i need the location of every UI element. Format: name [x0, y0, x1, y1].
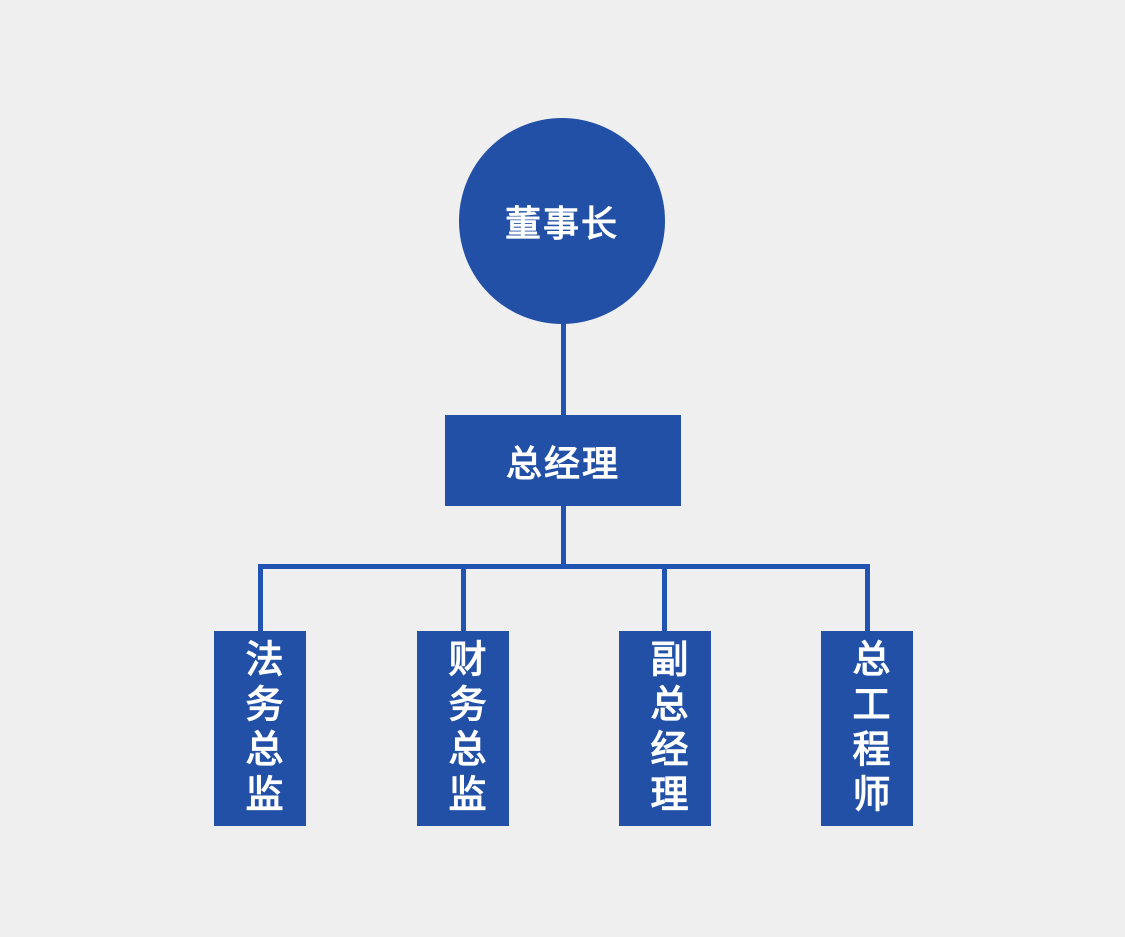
node-chief-engineer-label: 总工程师 [846, 638, 888, 819]
node-finance-director-label: 财务总监 [442, 638, 484, 819]
node-legal-director-label: 法务总监 [239, 638, 281, 819]
node-deputy-general-manager-label: 副总经理 [644, 638, 686, 819]
connector-drop-chief-engineer [865, 564, 870, 631]
node-general-manager: 总经理 [445, 415, 681, 506]
node-legal-director: 法务总监 [214, 631, 306, 826]
connector-drop-deputy-general-manager [662, 564, 667, 631]
node-chairman: 董事长 [459, 118, 665, 324]
node-general-manager-label: 总经理 [505, 442, 620, 484]
connector-drop-legal-director [258, 564, 263, 631]
node-chairman-label: 董事长 [504, 203, 619, 244]
connector-horizontal-bus [258, 564, 870, 569]
connector-manager-to-bus [561, 506, 566, 569]
node-chief-engineer: 总工程师 [821, 631, 913, 826]
node-finance-director: 财务总监 [417, 631, 509, 826]
connector-root-to-manager [561, 320, 566, 415]
node-deputy-general-manager: 副总经理 [619, 631, 711, 826]
connector-drop-finance-director [461, 564, 466, 631]
